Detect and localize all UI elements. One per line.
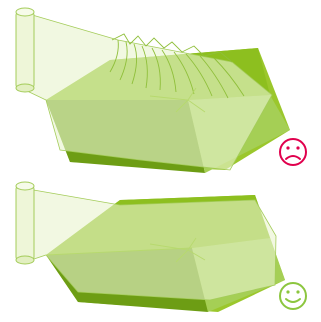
smiley-face-icon <box>279 282 307 310</box>
film-wrinkles <box>109 33 245 99</box>
film-sheet <box>21 187 277 301</box>
panel-wrinkled-wrap <box>15 7 307 173</box>
film-roll-icon <box>15 181 35 265</box>
film-sheet <box>21 11 273 171</box>
panel-smooth-wrap <box>15 181 307 312</box>
film-fold-lines <box>45 237 206 263</box>
sad-face-icon <box>279 138 307 166</box>
film-roll-icon <box>15 7 35 93</box>
film-fold-lines <box>149 87 206 113</box>
